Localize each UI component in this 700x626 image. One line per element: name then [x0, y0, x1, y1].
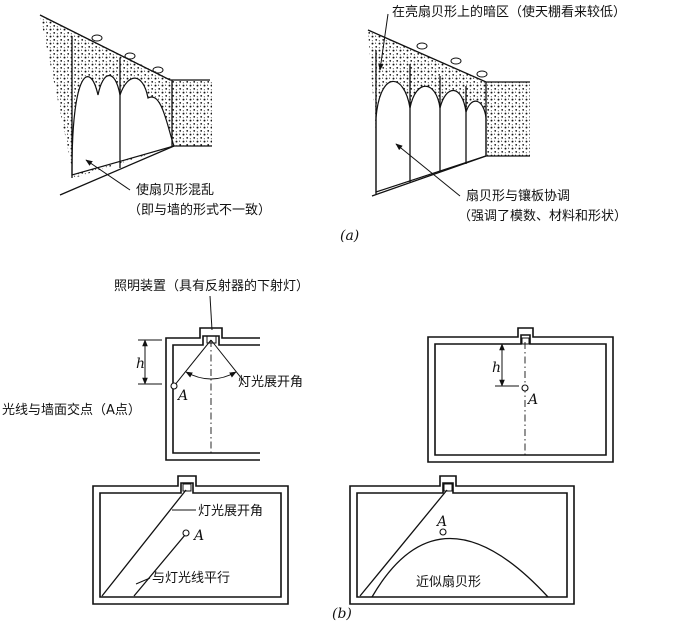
figure-b-bottom-right: A 近似扇贝形 — [349, 475, 575, 605]
label-coordinated-sub: （强调了模数、材料和形状） — [458, 209, 627, 224]
label-fixture: 照明装置（具有反射器的下射灯） — [114, 278, 309, 294]
label-h: h — [136, 356, 145, 372]
downlight-icon — [476, 70, 488, 78]
label-intersection: 光线与墙面交点（A点） — [2, 402, 141, 418]
room-outline-inner — [99, 482, 282, 598]
spread-angle-arc — [185, 371, 237, 380]
downlight-icon — [182, 483, 192, 492]
arrow-dark-zone — [378, 13, 389, 71]
figure-a-right: 在亮扇贝形上的暗区（使天棚看来较低） 扇贝形与镶板协调 （强调了模数、材料和形状… — [367, 4, 627, 224]
label-parallel: 与灯光线平行 — [152, 571, 230, 586]
figure-b-top-left: 照明装置（具有反射器的下射灯） 灯光展开角 h A 光线与墙面交点（A点） — [2, 278, 309, 461]
downlight-icon — [443, 483, 453, 492]
figure-a-left: 使扇贝形混乱 （即与墙的形式不一致） — [39, 14, 271, 218]
label-spread-angle-2: 灯光展开角 — [198, 504, 263, 519]
downlight-icon — [124, 52, 136, 60]
label-confused-scallop-sub: （即与墙的形式不一致） — [128, 202, 271, 218]
room-outline-inner — [172, 335, 260, 454]
room-outline-outer — [427, 327, 614, 463]
caption-a: (a) — [340, 228, 359, 244]
downlight-icon — [521, 337, 530, 345]
arrow-left-confused — [85, 159, 131, 191]
light-ray — [359, 489, 448, 597]
arrow-coordinated — [395, 143, 461, 197]
label-spread-angle: 灯光展开角 — [238, 375, 303, 390]
room-outline-inner — [356, 482, 568, 598]
downlight-icon — [450, 57, 462, 65]
label-scallop: 近似扇贝形 — [416, 574, 481, 590]
parallel-line — [133, 534, 186, 597]
downlight-icon — [152, 66, 164, 74]
point-a-marker — [439, 528, 447, 536]
label-coordinated: 扇贝形与镶板协调 — [466, 188, 570, 204]
light-ray-right — [210, 339, 247, 385]
floor-edge-left — [59, 145, 175, 196]
light-ray — [101, 489, 187, 597]
point-a-marker — [521, 384, 529, 392]
figure-b-bottom-left: A 灯光展开角 与灯光线平行 — [92, 475, 289, 605]
room-outline-outer — [165, 327, 260, 461]
room-outline-inner — [434, 334, 607, 456]
light-ray-left — [173, 339, 212, 387]
downlight-icon — [416, 42, 428, 50]
label-point-a: A — [435, 514, 447, 530]
figure-b-top-right: h A — [427, 327, 614, 463]
label-dark-zone: 在亮扇贝形上的暗区（使天棚看来较低） — [392, 4, 626, 20]
room-outline-outer — [349, 475, 575, 605]
label-point-a: A — [176, 388, 188, 404]
label-point-a: A — [526, 392, 538, 408]
downlight-icon — [206, 335, 217, 344]
point-a-marker — [182, 529, 190, 537]
room-outline-outer — [92, 475, 289, 605]
label-confused-scallop: 使扇贝形混乱 — [136, 182, 214, 198]
label-point-a: A — [192, 528, 204, 544]
label-h: h — [492, 360, 501, 376]
scallop-curve — [371, 537, 549, 598]
downlight-icon — [91, 34, 103, 42]
caption-b: (b) — [332, 606, 352, 622]
point-a-marker — [170, 382, 178, 390]
leader-fixture — [209, 295, 213, 331]
ceiling-edge-left — [39, 14, 210, 81]
